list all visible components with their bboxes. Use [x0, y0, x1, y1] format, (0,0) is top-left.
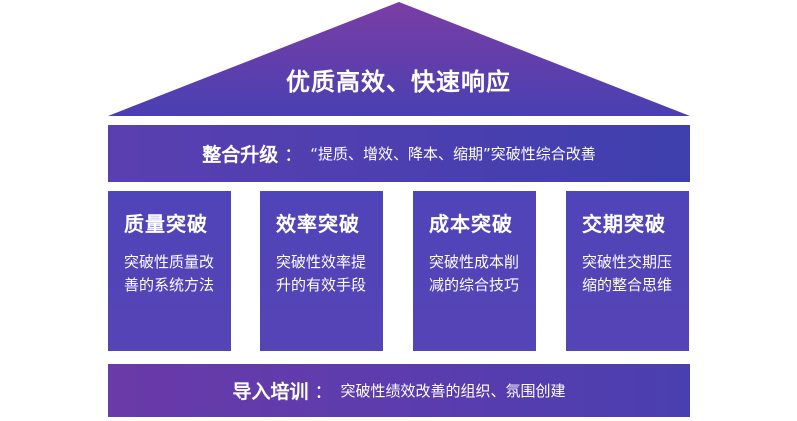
training-separator: ： — [314, 381, 333, 403]
pillar-title: 成本突破 — [429, 212, 513, 236]
roof-title: 优质高效、快速响应 — [286, 68, 511, 96]
upgrade-separator: ： — [284, 144, 303, 166]
pillar-description: 突破性成本削减的综合技巧 — [429, 253, 520, 294]
training-text: 突破性绩效改善的组织、氛围创建 — [340, 382, 566, 400]
roof-shape — [108, 2, 690, 116]
pillar-cost: 成本突破 突破性成本削减的综合技巧 — [413, 191, 536, 351]
pillar-title: 质量突破 — [124, 212, 208, 236]
training-band: 导入培训 ： 突破性绩效改善的组织、氛围创建 — [108, 364, 690, 417]
upgrade-band: 整合升级 ： “提质、增效、降本、缩期”突破性综合改善 — [108, 125, 690, 182]
upgrade-text: “提质、增效、降本、缩期”突破性综合改善 — [310, 145, 596, 163]
pillar-description: 突破性交期压缩的整合思维 — [582, 253, 673, 294]
pillar-delivery: 交期突破 突破性交期压缩的整合思维 — [566, 191, 689, 351]
pillar-quality: 质量突破 突破性质量改善的系统方法 — [108, 191, 231, 351]
training-label: 导入培训 — [232, 381, 309, 403]
pillar-description: 突破性质量改善的系统方法 — [124, 253, 215, 294]
pillar-title: 效率突破 — [276, 212, 360, 236]
pillar-description: 突破性效率提升的有效手段 — [276, 253, 367, 294]
pillar-title: 交期突破 — [582, 212, 666, 236]
pillar-efficiency: 效率突破 突破性效率提升的有效手段 — [260, 191, 383, 351]
upgrade-label: 整合升级 — [202, 144, 279, 166]
